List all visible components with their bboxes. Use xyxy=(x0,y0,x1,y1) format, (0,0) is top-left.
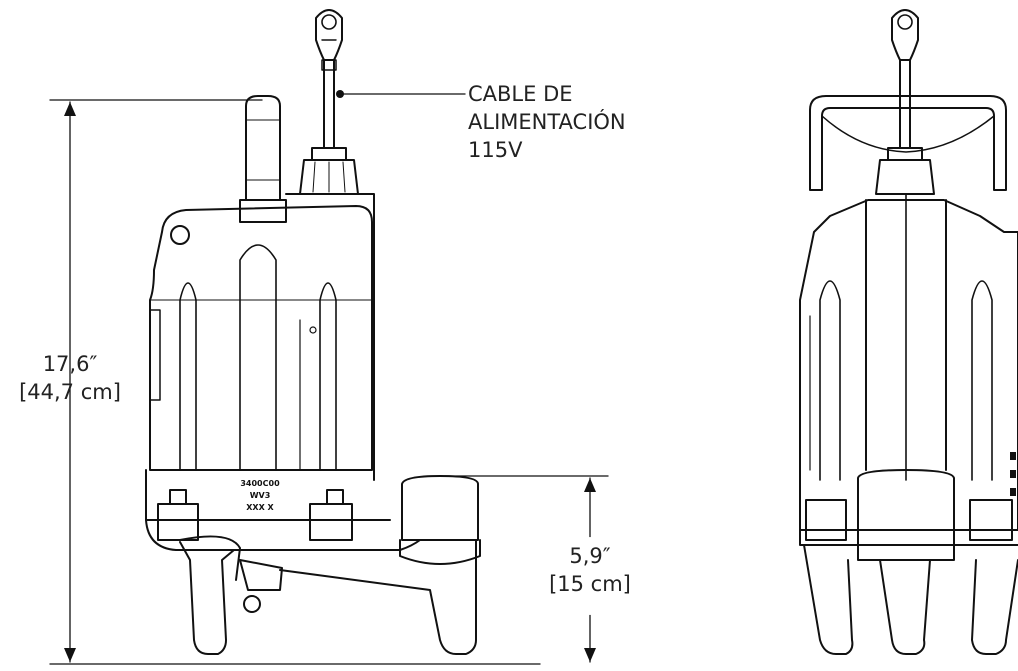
total-height-dimension: 17,6″ [44,7 cm] xyxy=(4,350,136,406)
rib xyxy=(179,282,197,471)
discharge-outlet xyxy=(857,469,955,561)
plug-icon xyxy=(891,9,919,61)
foot xyxy=(803,544,854,655)
inlet-height-imperial: 5,9″ xyxy=(569,544,611,568)
total-height-imperial: 17,6″ xyxy=(42,352,98,376)
nameplate-line-3: XXX X xyxy=(246,503,274,512)
discharge-outlet xyxy=(401,475,479,541)
foot xyxy=(971,559,1018,655)
rib xyxy=(971,280,993,481)
pump-side-view: 3400C00 WV3 XXX X xyxy=(145,9,481,655)
dimension-lines xyxy=(49,90,609,665)
callout-line-3: 115V xyxy=(468,138,523,162)
nameplate-line-1: 3400C00 xyxy=(240,479,280,488)
rib xyxy=(319,282,337,471)
inlet-height-metric: [15 cm] xyxy=(549,572,631,596)
handle-bracket xyxy=(239,199,287,223)
rib xyxy=(819,280,841,481)
power-cable-callout: CABLE DE ALIMENTACIÓN 115V xyxy=(468,80,626,164)
bolt xyxy=(309,489,353,541)
arrow-up-icon xyxy=(584,478,596,492)
handle xyxy=(809,95,1007,191)
plug-icon xyxy=(315,9,343,61)
motor-housing xyxy=(149,205,373,471)
pump-front-view xyxy=(799,9,1018,655)
bolt xyxy=(157,489,199,541)
foot xyxy=(179,541,235,655)
callout-line-2: ALIMENTACIÓN xyxy=(468,110,626,134)
arrow-down-icon xyxy=(584,648,596,662)
mount-hole xyxy=(170,225,190,245)
bolt xyxy=(969,499,1013,541)
handle xyxy=(245,95,281,201)
motor-housing xyxy=(799,199,1018,531)
nameplate-line-2: WV3 xyxy=(250,491,271,500)
cutter xyxy=(239,559,283,591)
foot xyxy=(879,559,931,655)
foot xyxy=(279,539,477,655)
bolt xyxy=(805,499,847,541)
pump-base xyxy=(145,469,441,551)
arrow-down-icon xyxy=(64,648,76,662)
strain-relief xyxy=(311,147,347,161)
rib xyxy=(239,244,277,471)
leader-dot xyxy=(336,90,344,98)
inlet-height-dimension: 5,9″ [15 cm] xyxy=(530,542,650,598)
total-height-metric: [44,7 cm] xyxy=(19,380,121,404)
arrow-up-icon xyxy=(64,102,76,116)
callout-line-1: CABLE DE xyxy=(468,82,573,106)
